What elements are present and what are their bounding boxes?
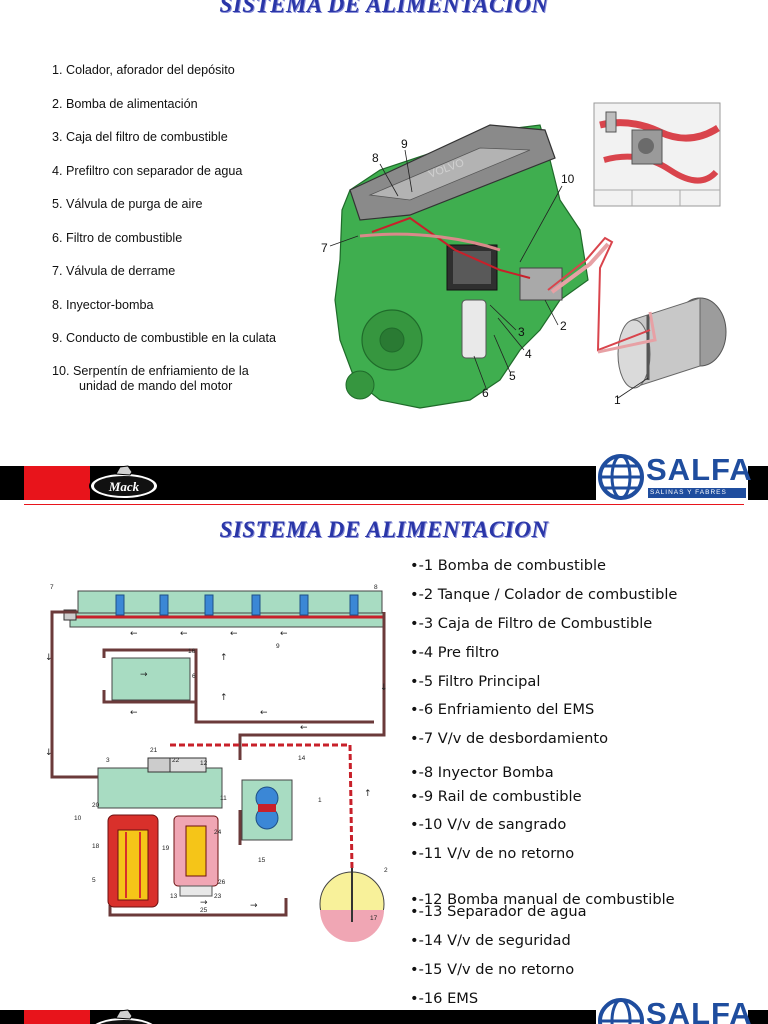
diagram-label-25: 25 (200, 907, 208, 914)
diagram-label-10: 10 (74, 815, 82, 822)
slide-2: SISTEMA DE ALIMENTACION (0, 505, 768, 1024)
globe-icon (598, 998, 644, 1024)
engine-label-2: 2 (560, 319, 567, 333)
diagram-label-9: 9 (276, 643, 280, 650)
diagram-label-7: 7 (50, 584, 54, 591)
salfa-logo: SALFA (596, 996, 752, 1024)
diagram-label-2: 2 (384, 867, 388, 874)
list-item: •-10 V/v de sangrado (410, 816, 567, 833)
svg-text:←: ← (130, 708, 138, 718)
list-item: •-8 Inyector Bomba (410, 764, 554, 781)
slide-2-footer: Mack SALFA (0, 996, 768, 1024)
svg-text:←: ← (230, 629, 238, 639)
mack-logo: Mack (89, 465, 159, 500)
diagram-label-8: 8 (374, 584, 378, 591)
list-item-line: 10. Serpentín de enfriamiento de la (52, 363, 249, 378)
list-item: 6. Filtro de combustible (52, 230, 183, 245)
list-item: 7. Válvula de derrame (52, 264, 176, 278)
svg-text:↓: ↓ (380, 683, 388, 693)
diagram-label-12: 12 (200, 760, 208, 767)
engine-illustration: VOLVO (321, 102, 727, 409)
diagram-label-20: 20 (92, 802, 100, 809)
list-item: 4. Prefiltro con separador de agua (52, 163, 243, 178)
svg-text:↑: ↑ (364, 789, 372, 799)
list-item: •-6 Enfriamiento del EMS (410, 701, 595, 718)
engine-label-3: 3 (518, 325, 525, 339)
diagram-label-24: 24 (214, 829, 222, 836)
slide-1: SISTEMA DE ALIMENTACION 1. Colador, afor… (0, 0, 768, 505)
list-item: 1. Colador, aforador del depósito (52, 63, 235, 77)
engine-label-6: 6 (482, 386, 489, 400)
list-item: 10. Serpentín de enfriamiento de la unid… (52, 364, 322, 398)
list-item: •-13 Separador de agua (410, 903, 587, 920)
diagram-label-5: 5 (92, 877, 96, 884)
engine-label-7: 7 (321, 241, 328, 255)
diagram-label-1: 1 (318, 797, 322, 804)
diagram-label-16: 16 (188, 648, 196, 655)
diagram-label-3: 3 (106, 757, 110, 764)
diagram-label-21: 21 (150, 747, 158, 754)
list-item-line: unidad de mando del motor (79, 378, 233, 393)
diagram-label-6: 6 (192, 673, 196, 680)
engine-label-4: 4 (525, 347, 532, 361)
diagram-label-19: 19 (162, 845, 170, 852)
engine-label-1: 1 (614, 393, 621, 407)
list-item: •-4 Pre filtro (410, 644, 500, 661)
diagram-label-17: 17 (370, 915, 378, 922)
list-item: •-7 V/v de desbordamiento (410, 730, 608, 747)
svg-text:←: ← (180, 629, 188, 639)
diagram-label-22: 22 (172, 757, 180, 764)
engine-block: VOLVO (334, 124, 589, 409)
diagram-label-14: 14 (298, 755, 306, 762)
list-item: 9. Conducto de combustible en la culata (52, 331, 277, 345)
svg-text:←: ← (260, 708, 268, 718)
diagram-label-11: 11 (220, 795, 227, 802)
list-item: •-12 Bomba manual de combustible (410, 891, 675, 908)
svg-text:←: ← (280, 629, 288, 639)
list-item: 8. Inyector-bomba (52, 297, 154, 312)
fuel-tank (617, 297, 727, 389)
fuel-system-schematic: ←←←← ←←← ↓↓↓ ↑↑↑ →→→ 7 8 9 16 6 21 22 12… (45, 584, 388, 942)
inset-detail (593, 102, 721, 207)
list-item: 3. Caja del filtro de combustible (52, 130, 228, 144)
list-item: •-3 Caja de Filtro de Combustible (410, 615, 653, 632)
component-list-1: 1. Colador, aforador del depósito 2. Bom… (52, 62, 322, 397)
list-item: •-16 EMS (410, 990, 479, 1007)
svg-text:↑: ↑ (220, 653, 228, 663)
engine-label-8: 8 (372, 151, 379, 165)
globe-icon (598, 454, 644, 500)
list-item: •-11 V/v de no retorno (410, 845, 575, 862)
mack-logo: Mack (92, 1009, 156, 1024)
svg-text:→: → (250, 901, 258, 911)
salfa-logo: SALFA SALINAS Y FABRES (596, 452, 752, 504)
diagram-label-13: 13 (170, 893, 178, 900)
slide-1-footer: Mack SALFA SALINAS Y FABRES (0, 452, 768, 505)
list-item: 2. Bomba de alimentación (52, 96, 198, 111)
svg-text:Mack: Mack (108, 479, 140, 494)
svg-text:←: ← (130, 629, 138, 639)
list-item: •-9 Rail de combustible (410, 788, 582, 805)
svg-text:↑: ↑ (220, 693, 228, 703)
diagram-label-18: 18 (92, 843, 100, 850)
svg-text:←: ← (300, 723, 308, 733)
list-item: •-15 V/v de no retorno (410, 961, 575, 978)
list-item: •-1 Bomba de combustible (410, 557, 607, 574)
svg-text:→: → (140, 670, 148, 680)
engine-label-9: 9 (401, 137, 408, 151)
diagram-label-23: 23 (214, 893, 222, 900)
list-item: •-14 V/v de seguridad (410, 932, 571, 949)
list-item: •-5 Filtro Principal (410, 673, 541, 690)
diagram-label-15: 15 (258, 857, 266, 864)
engine-label-10: 10 (561, 172, 575, 186)
slide-2-title: SISTEMA DE ALIMENTACION (219, 517, 549, 542)
slide-1-title: SISTEMA DE ALIMENTACION (219, 0, 549, 17)
diagram-label-26: 26 (218, 879, 226, 886)
list-item: •-2 Tanque / Colador de combustible (410, 586, 678, 603)
list-item: 5. Válvula de purga de aire (52, 197, 203, 211)
engine-label-5: 5 (509, 369, 516, 383)
svg-text:↓: ↓ (45, 653, 53, 663)
svg-text:→: → (200, 898, 208, 908)
svg-text:↓: ↓ (45, 748, 53, 758)
